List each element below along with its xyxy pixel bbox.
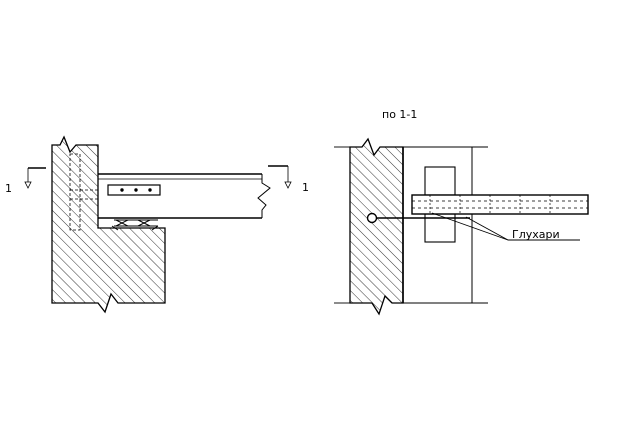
section-label-left: 1 — [5, 182, 12, 195]
steel-strap — [107, 184, 161, 196]
masonry-wall-section — [349, 137, 404, 316]
right-detail: по 1-1 — [334, 108, 589, 316]
support-gasket — [111, 219, 159, 231]
callout-leaders — [431, 212, 580, 241]
anchor-rod — [366, 212, 470, 224]
timber-beam — [98, 173, 271, 219]
embedded-anchor-dashed — [69, 153, 100, 231]
left-detail: 1 1 — [5, 135, 309, 314]
callout-label: Глухари — [512, 228, 560, 241]
section-marker-right — [268, 165, 292, 189]
section-label-right: 1 — [302, 181, 309, 194]
wall-extension-lines — [334, 146, 488, 304]
section-marker-left — [24, 167, 46, 189]
pad-top — [424, 166, 456, 196]
section-title: по 1-1 — [382, 108, 417, 121]
beam-section — [411, 194, 589, 215]
